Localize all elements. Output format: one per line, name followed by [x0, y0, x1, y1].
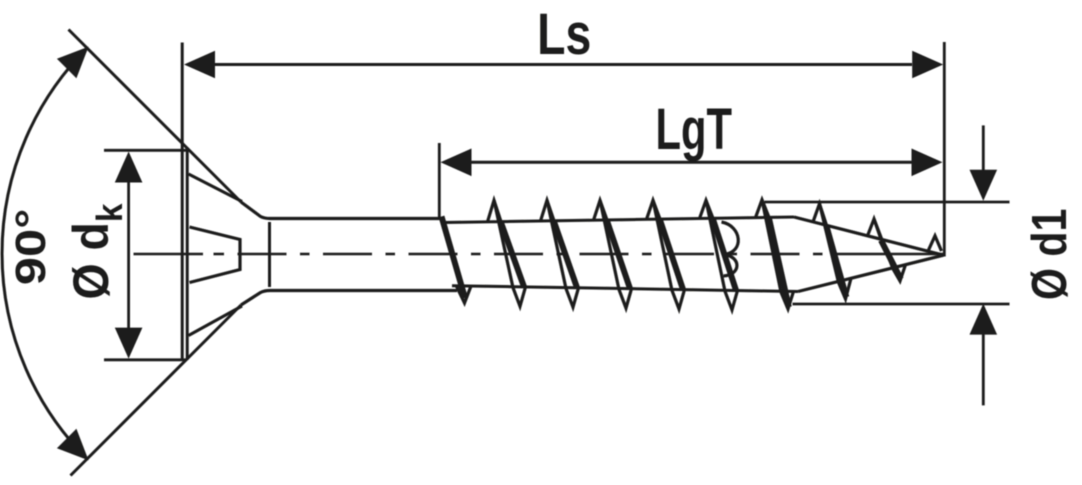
svg-text:LgT: LgT — [656, 96, 733, 161]
svg-text:Ø d1: Ø d1 — [1022, 209, 1077, 300]
svg-text:Ls: Ls — [537, 2, 591, 67]
svg-text:Ø dk: Ø dk — [63, 203, 130, 300]
svg-text:90°: 90° — [5, 209, 53, 286]
